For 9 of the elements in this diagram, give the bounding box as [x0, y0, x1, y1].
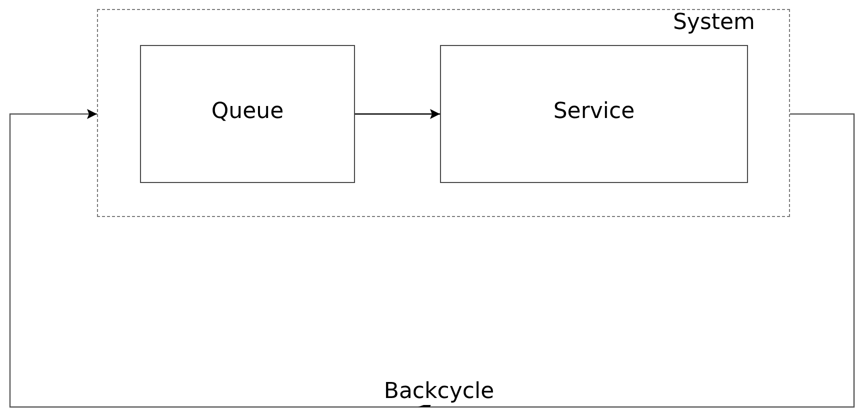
- process-box: [440, 45, 748, 183]
- box-label: Service: [553, 99, 635, 124]
- group-title: System: [672, 10, 755, 35]
- box-label: Queue: [211, 99, 284, 124]
- system-boundary: [97, 9, 790, 217]
- arrow: [355, 109, 440, 119]
- arrow: [9, 109, 855, 408]
- edge-label: Backcycle: [384, 379, 494, 405]
- process-box: [140, 45, 355, 183]
